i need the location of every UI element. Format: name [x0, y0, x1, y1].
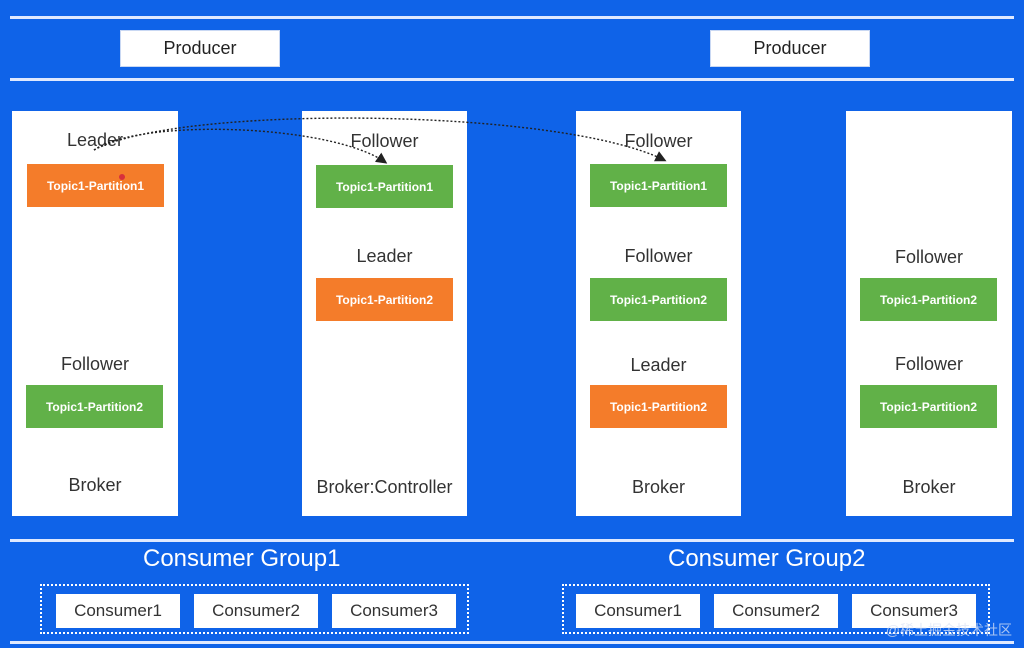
broker-3: Follower Topic1-Partition1 Follower Topi…	[576, 111, 741, 516]
broker-2-role-2: Leader	[356, 246, 413, 266]
broker-1-partition-1: Topic1-Partition1	[27, 164, 164, 207]
broker-4-role-1: Follower	[894, 247, 964, 267]
broker-3-partition-3: Topic1-Partition2	[590, 385, 727, 428]
consumer-group-2-consumer-1: Consumer1	[576, 594, 700, 628]
broker-2-label: Broker:Controller	[316, 477, 453, 497]
broker-4-partition-2: Topic1-Partition2	[860, 385, 997, 428]
consumer-group-2-consumer-3: Consumer3	[852, 594, 976, 628]
consumer-group-1-consumer-2: Consumer2	[194, 594, 318, 628]
broker-2-partition-1: Topic1-Partition1	[316, 165, 453, 208]
consumer-divider	[10, 539, 1014, 542]
top-divider	[10, 16, 1014, 19]
broker-1: Leader Topic1-Partition1 Follower Topic1…	[12, 111, 178, 516]
broker-4-role-2: Follower	[894, 354, 964, 374]
consumer-group-1-consumer-1: Consumer1	[56, 594, 180, 628]
broker-3-label: Broker	[631, 477, 685, 497]
broker-2-role-1: Follower	[350, 131, 419, 151]
broker-1-role-1: Leader	[66, 130, 124, 150]
producer-left: Producer	[120, 30, 280, 67]
broker-4-label: Broker	[902, 477, 956, 497]
consumer-group-2-title: Consumer Group2	[668, 545, 866, 572]
broker-4: Follower Topic1-Partition2 Follower Topi…	[846, 111, 1012, 516]
broker-3-partition-1: Topic1-Partition1	[590, 164, 727, 207]
broker-2-partition-2: Topic1-Partition2	[316, 278, 453, 321]
bottom-divider	[10, 641, 1014, 644]
consumer-group-2: Consumer1 Consumer2 Consumer3	[562, 584, 990, 634]
broker-3-partition-2: Topic1-Partition2	[590, 278, 727, 321]
consumer-group-1-consumer-3: Consumer3	[332, 594, 456, 628]
broker-2: Follower Topic1-Partition1 Leader Topic1…	[302, 111, 467, 516]
broker-3-role-2: Follower	[624, 246, 693, 266]
broker-4-partition-1: Topic1-Partition2	[860, 278, 997, 321]
broker-3-role-3: Leader	[630, 355, 687, 375]
broker-1-label: Broker	[68, 475, 122, 495]
broker-1-role-2: Follower	[60, 354, 130, 374]
broker-3-role-1: Follower	[624, 131, 693, 151]
consumer-group-1: Consumer1 Consumer2 Consumer3	[40, 584, 469, 634]
consumer-group-2-consumer-2: Consumer2	[714, 594, 838, 628]
producer-divider	[10, 78, 1014, 81]
consumer-group-1-title: Consumer Group1	[143, 545, 341, 572]
producer-right: Producer	[710, 30, 870, 67]
broker-1-partition-2: Topic1-Partition2	[26, 385, 163, 428]
watermark: @稀土掘金技术社区	[885, 622, 1012, 638]
